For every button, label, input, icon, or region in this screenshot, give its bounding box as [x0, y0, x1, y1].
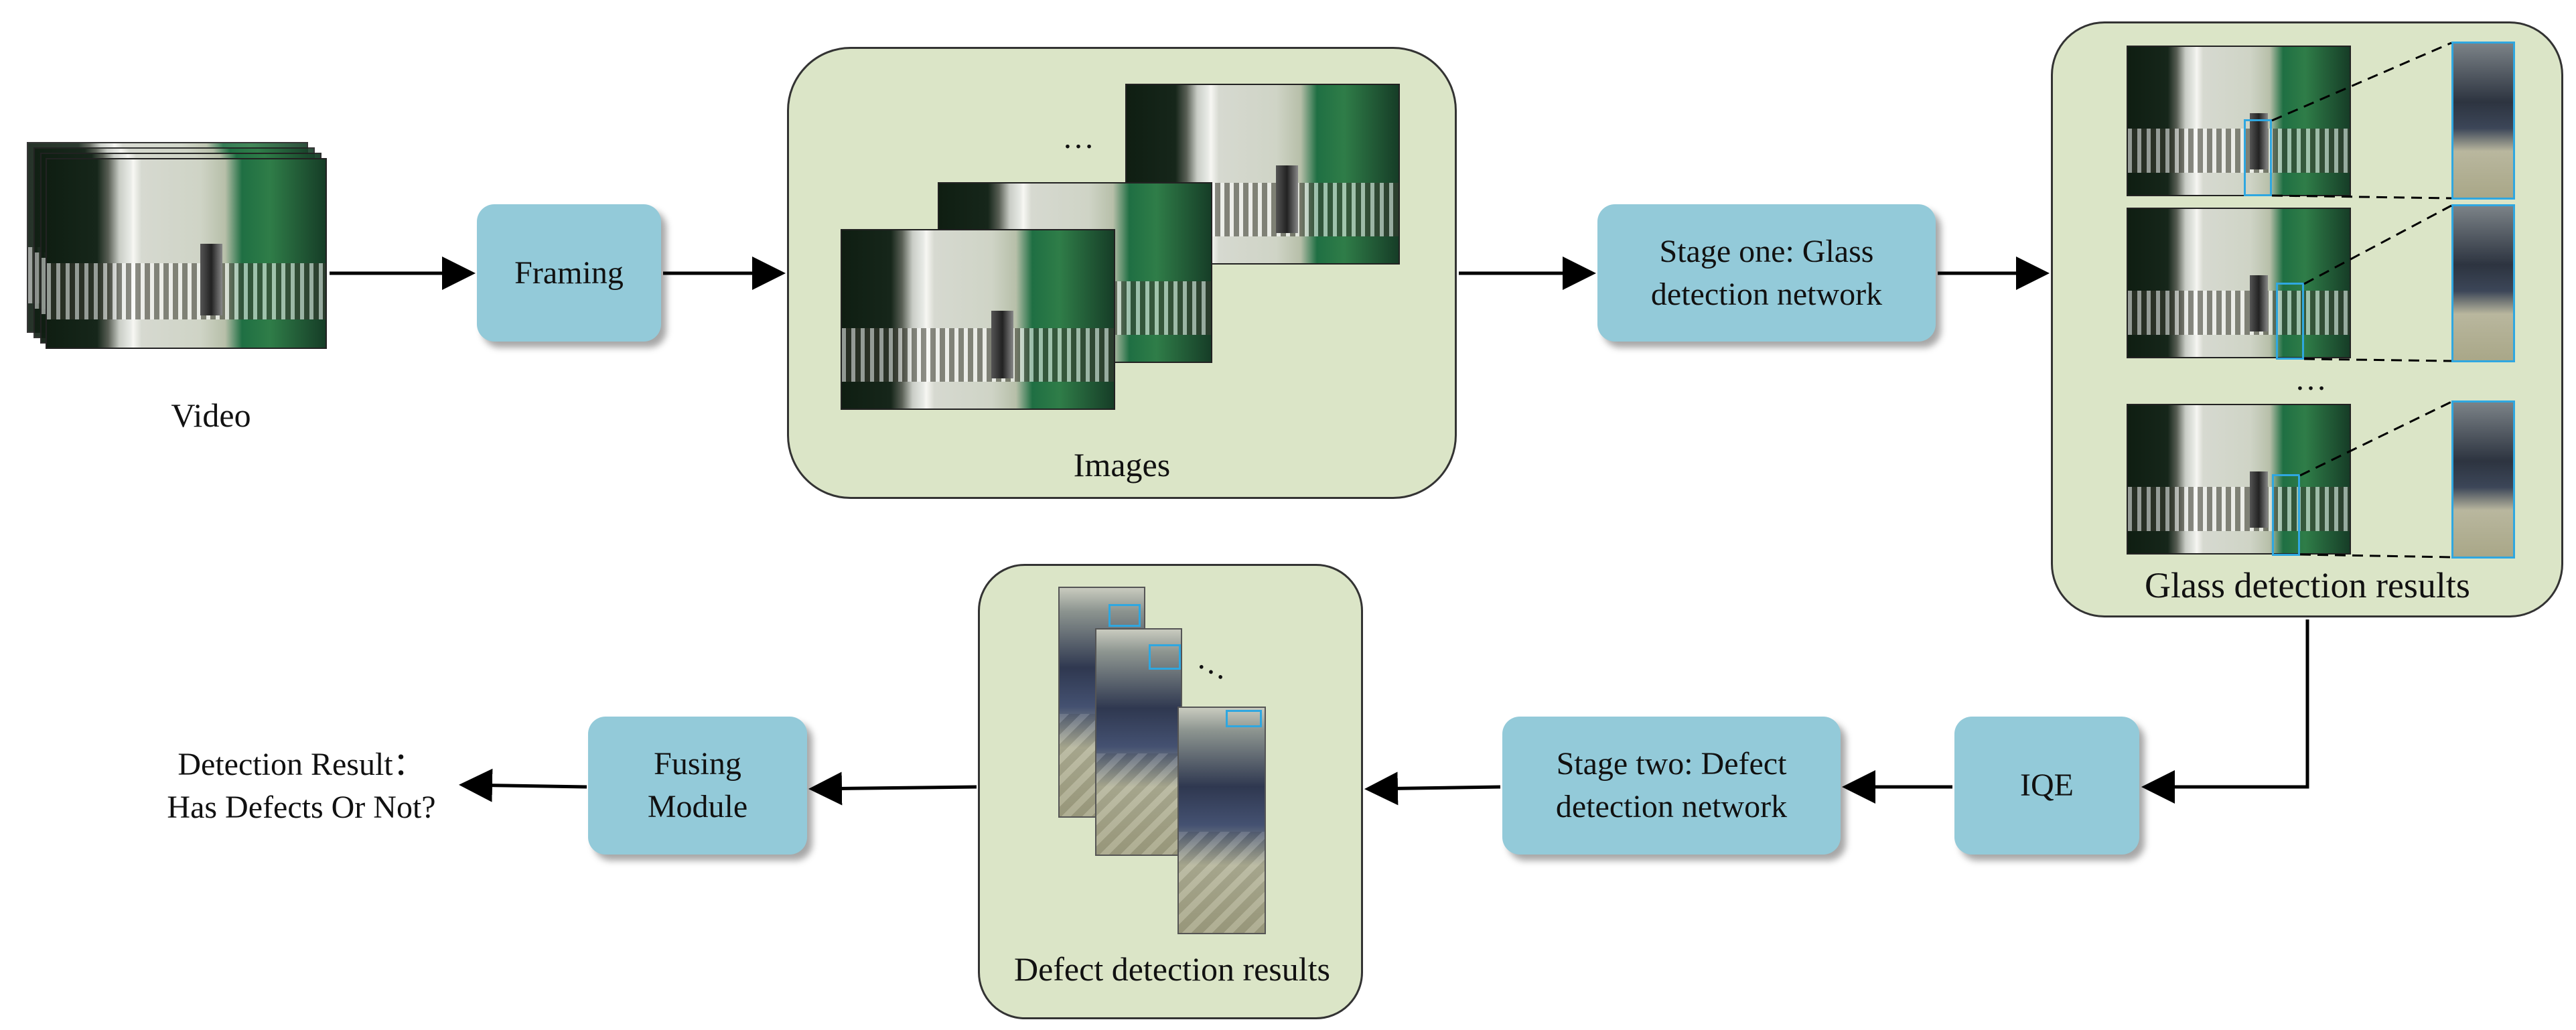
- video-label: Video: [171, 396, 251, 434]
- arrow-defect-to-fusing: [808, 771, 977, 806]
- zoom-line-1b: [2271, 194, 2452, 200]
- iqe-box: IQE: [1954, 717, 2139, 855]
- defect-bbox-2: [1149, 644, 1181, 670]
- images-ellipsis: …: [1062, 120, 1094, 155]
- arrow-fusing-to-result: [459, 768, 587, 802]
- zoom-line-3b: [2299, 553, 2452, 559]
- zoom-line-1a: [2271, 42, 2452, 122]
- zoom-line-3a: [2299, 400, 2452, 477]
- glass-result-image-1: [2127, 46, 2351, 196]
- zoom-line-2a: [2303, 204, 2452, 285]
- glass-bbox-1: [2244, 119, 2272, 196]
- image-frame-1: [841, 229, 1115, 410]
- glass-results-ellipsis: …: [2295, 362, 2327, 397]
- glass-crop-2: [2451, 204, 2515, 362]
- glass-crop-3: [2451, 400, 2515, 559]
- defect-crop-2: [1095, 628, 1182, 856]
- video-frame: [46, 158, 327, 349]
- defect-bbox-3: [1226, 710, 1262, 727]
- stage-one-box: Stage one: Glass detection network: [1597, 204, 1936, 342]
- defect-crop-3: [1177, 707, 1266, 934]
- detection-result-label: Detection Result： Has Defects Or Not?: [167, 747, 436, 825]
- stage-two-box: Stage two: Defect detection network: [1502, 717, 1841, 855]
- defect-bbox-1: [1108, 604, 1141, 627]
- glass-results-label: Glass detection results: [2145, 565, 2470, 605]
- glass-bbox-3: [2272, 474, 2300, 556]
- defect-results-label: Defect detection results: [1013, 950, 1331, 988]
- images-label: Images: [1073, 446, 1171, 484]
- arrow-stage-two-to-defect: [1364, 771, 1501, 806]
- framing-box: Framing: [477, 204, 661, 342]
- fusing-module-box: Fusing Module: [588, 717, 807, 855]
- arrow-glass-to-iqe: [2141, 619, 2309, 804]
- glass-result-image-2: [2127, 208, 2351, 358]
- glass-bbox-2: [2276, 283, 2304, 360]
- glass-result-image-3: [2127, 404, 2351, 555]
- zoom-line-2b: [2303, 358, 2452, 362]
- glass-crop-1: [2451, 42, 2515, 200]
